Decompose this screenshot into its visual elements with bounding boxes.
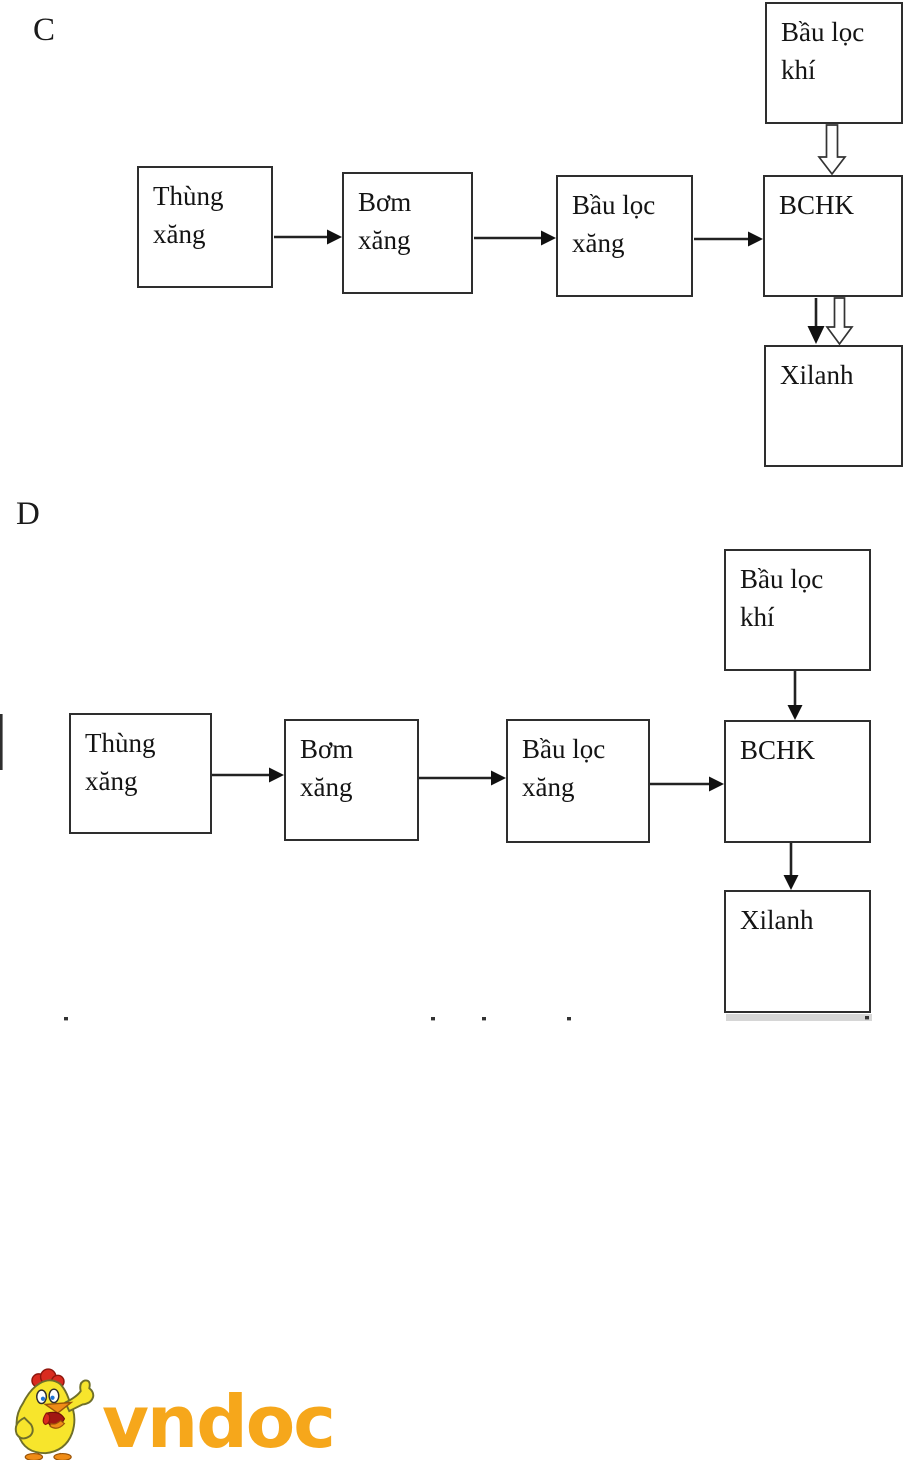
scan-artifact-line [0,714,3,770]
flow-box-label: Bầu lọc khí [781,17,865,86]
flow-box-fuel-tank-c: Thùng xăng [137,166,273,288]
scan-artifact-dots [64,1016,869,1021]
flow-box-cylinder-c: Xilanh [764,345,903,467]
arrow-d-carburetor-to-cylinder [783,843,799,890]
flow-box-label: BCHK [740,735,816,765]
flow-box-fuel-filter-c: Bầu lọc xăng [556,175,693,297]
flow-box-air-filter-d: Bầu lọc khí [724,549,871,671]
flow-box-label: Bầu lọc khí [740,564,824,633]
arrow-c-pump-to-filter [474,230,556,246]
section-label-c: C [33,12,56,48]
flow-box-air-filter-c: Bầu lọc khí [765,2,903,124]
scan-artifact-smudge [726,1014,872,1021]
flow-box-cylinder-d: Xilanh [724,890,871,1013]
flow-box-label: Xilanh [780,360,854,390]
arrow-c-filter-to-carburetor [694,231,763,247]
flow-box-label: Bơm xăng [358,187,412,256]
chicken-thumbs-up-icon [14,1368,95,1460]
flow-box-label: Thùng xăng [85,728,156,797]
flow-box-label: Bầu lọc xăng [522,734,606,803]
arrow-d-tank-to-pump [212,767,284,783]
arrow-c-carburetor-to-cylinder-solid [807,298,825,344]
flow-box-fuel-pump-d: Bơm xăng [284,719,419,841]
flow-box-label: Thùng xăng [153,181,224,250]
arrow-c-carburetor-to-cylinder-hollow [825,297,854,346]
section-label-d: D [16,496,40,532]
arrow-d-pump-to-filter [419,770,506,786]
flow-box-carburetor-d: BCHK [724,720,871,843]
flow-box-fuel-filter-d: Bầu lọc xăng [506,719,650,843]
arrow-c-airfilter-to-carburetor-hollow [817,124,847,176]
flow-box-fuel-tank-d: Thùng xăng [69,713,212,834]
flow-box-label: BCHK [779,190,855,220]
flow-box-label: Bầu lọc xăng [572,190,656,259]
arrow-c-tank-to-pump [274,229,342,245]
vndoc-logo-text: vndoc [102,1380,336,1464]
flow-box-label: Xilanh [740,905,814,935]
arrow-d-filter-to-carburetor [650,776,724,792]
flow-box-label: Bơm xăng [300,734,354,803]
arrow-d-airfilter-to-carburetor [787,671,803,720]
flow-box-carburetor-c: BCHK [763,175,903,297]
vndoc-logo: vndoc [10,1368,336,1464]
flow-box-fuel-pump-c: Bơm xăng [342,172,473,294]
